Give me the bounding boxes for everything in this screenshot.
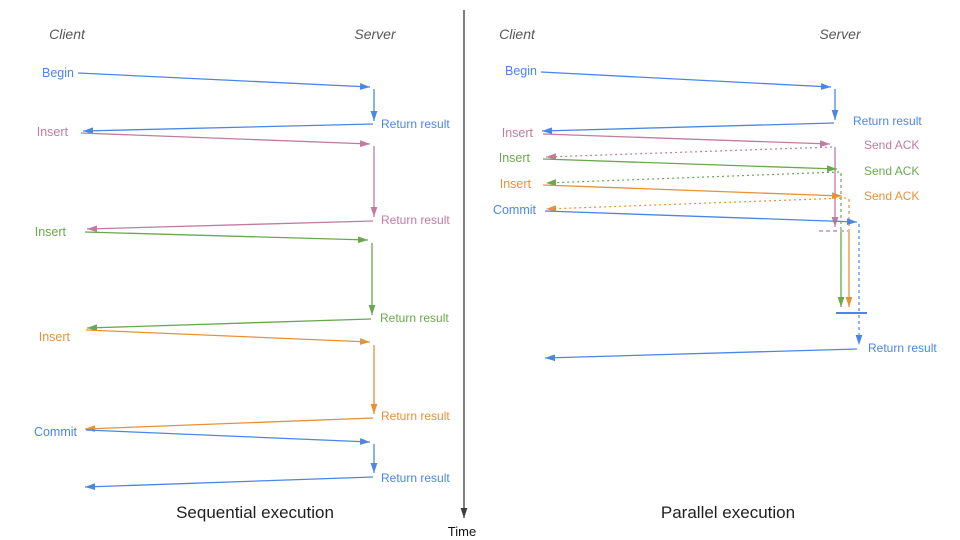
seq-server-header: Server: [354, 26, 397, 42]
seq-insert2-request-arrow: [84, 231, 369, 244]
parallel-title: Parallel execution: [661, 503, 795, 522]
seq-insert1-response-label: Return result: [381, 213, 450, 227]
seq-begin-request-arrow: [77, 72, 371, 90]
time-axis-label: Time: [448, 524, 476, 539]
par-insert3-label: Insert: [500, 177, 532, 191]
par-insert2-ack-arrow: [545, 171, 840, 187]
seq-begin-response-label: Return result: [381, 117, 450, 131]
par-begin-label: Begin: [505, 64, 537, 78]
par-insert3-ack-label: Send ACK: [864, 189, 919, 203]
seq-insert2-label: Insert: [35, 225, 67, 239]
par-commit-response-arrow: [544, 348, 858, 362]
par-insert1-ack-label: Send ACK: [864, 138, 919, 152]
seq-insert1-label: Insert: [37, 125, 69, 139]
seq-begin-response-arrow: [82, 123, 374, 135]
par-insert3-ack-arrow: [545, 197, 847, 213]
seq-begin-label: Begin: [42, 66, 74, 80]
par-insert1-ack-arrow: [545, 146, 833, 161]
seq-insert3-response-arrow: [84, 417, 374, 433]
parallel-diagram: Client Server Begin Return result Insert…: [493, 26, 937, 522]
par-client-header: Client: [499, 26, 536, 42]
par-insert3-request-arrow: [542, 184, 843, 200]
seq-insert1-request-arrow: [80, 132, 371, 148]
par-insert1-label: Insert: [502, 126, 534, 140]
par-insert2-label: Insert: [499, 151, 531, 165]
par-begin-request-arrow: [540, 71, 832, 90]
seq-insert3-label: Insert: [39, 330, 71, 344]
par-begin-response-arrow: [541, 122, 835, 135]
seq-commit-response-arrow: [84, 476, 374, 491]
seq-insert3-response-label: Return result: [381, 409, 450, 423]
seq-commit-request-arrow: [85, 429, 371, 445]
seq-insert3-request-arrow: [85, 329, 371, 345]
par-begin-response-label: Return result: [853, 114, 922, 128]
seq-insert1-response-arrow: [86, 220, 374, 233]
seq-insert2-response-label: Return result: [380, 311, 449, 325]
par-server-header: Server: [819, 26, 862, 42]
time-axis: Time: [448, 10, 476, 539]
seq-commit-response-label: Return result: [381, 471, 450, 485]
par-insert2-ack-label: Send ACK: [864, 164, 919, 178]
par-commit-request-arrow: [544, 210, 858, 226]
sequential-title: Sequential execution: [176, 503, 334, 522]
seq-insert2-response-arrow: [86, 318, 372, 332]
par-insert1-request-arrow: [542, 133, 831, 148]
seq-client-header: Client: [49, 26, 86, 42]
sequential-diagram: Client Server Begin Return result Insert…: [34, 26, 450, 522]
par-commit-response-label: Return result: [868, 341, 937, 355]
seq-commit-label: Commit: [34, 425, 78, 439]
par-insert2-request-arrow: [542, 158, 838, 173]
par-commit-label: Commit: [493, 203, 537, 217]
